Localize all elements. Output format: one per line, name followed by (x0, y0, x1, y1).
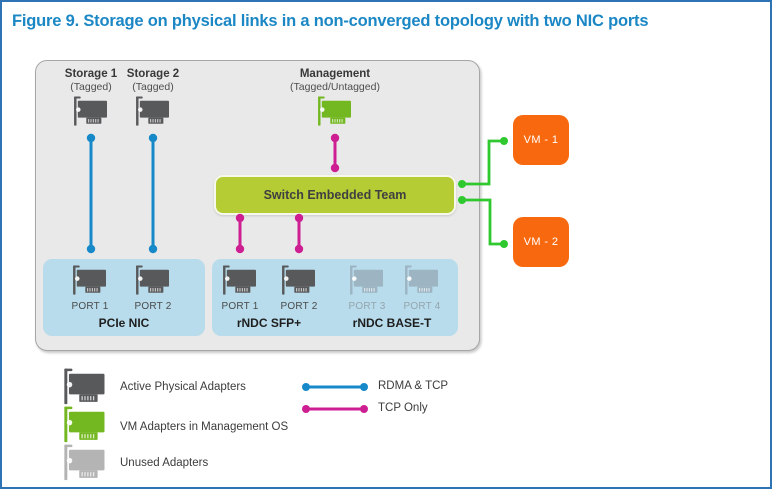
pcie-port1-nic-icon (71, 265, 109, 297)
storage1-label: Storage 1 (64, 68, 118, 80)
legend-rdma-label: RDMA & TCP (378, 380, 449, 392)
pcie-port1-label: PORT 1 (71, 301, 109, 312)
legend-active-adapter-icon (62, 368, 108, 407)
rndc-sfp-port1-nic-icon (221, 265, 259, 297)
switch-embedded-team-box: Switch Embedded Team (214, 175, 456, 215)
rndc-baset-port3-label: PORT 3 (348, 301, 386, 312)
pcie-port2-label: PORT 2 (134, 301, 172, 312)
storage2-nic-icon (134, 96, 172, 128)
rndc-sfp-port1-label: PORT 1 (221, 301, 259, 312)
rndc-baset-port4-label: PORT 4 (403, 301, 441, 312)
storage1-node: Storage 1 (Tagged) (53, 68, 129, 93)
legend-active-label: Active Physical Adapters (120, 381, 246, 393)
management-label: Management (299, 68, 371, 80)
rndc-sfp-port2-nic-icon (280, 265, 318, 297)
rndc-sfp-group-label: rNDC SFP+ (236, 316, 302, 330)
storage1-nic-icon (72, 96, 110, 128)
legend-rdma-line (302, 383, 368, 391)
vm1-label: VM - 1 (523, 134, 559, 146)
rndc-baset-port4-nic-icon (403, 265, 441, 297)
management-sub-label: (Tagged/Untagged) (290, 81, 380, 93)
legend-vm-adapter-icon (62, 406, 108, 445)
legend-tcp-label: TCP Only (378, 402, 428, 414)
switch-embedded-team-label: Switch Embedded Team (263, 188, 407, 202)
legend-tcp-line (302, 405, 368, 413)
rndc-sfp-port2-label: PORT 2 (280, 301, 318, 312)
rndc-baset-group-label: rNDC BASE-T (352, 316, 432, 330)
pcie-nic-group-label: PCIe NIC (98, 316, 150, 330)
vm2-label: VM - 2 (523, 236, 559, 248)
pcie-nic-group-box (43, 259, 205, 336)
vm2-box: VM - 2 (513, 217, 569, 267)
vm1-box: VM - 1 (513, 115, 569, 165)
pcie-port2-nic-icon (134, 265, 172, 297)
legend-vm-label: VM Adapters in Management OS (120, 421, 289, 433)
storage2-sub-label: (Tagged) (132, 81, 174, 93)
storage1-sub-label: (Tagged) (70, 81, 112, 93)
management-vnic-icon (316, 96, 354, 128)
storage2-node: Storage 2 (Tagged) (115, 68, 191, 93)
figure-title: Figure 9. Storage on physical links in a… (12, 12, 649, 30)
legend-unused-label: Unused Adapters (120, 457, 209, 469)
management-node: Management (Tagged/Untagged) (275, 68, 395, 93)
legend-unused-adapter-icon (62, 444, 108, 483)
rndc-baset-port3-nic-icon (348, 265, 386, 297)
storage2-label: Storage 2 (126, 68, 180, 80)
